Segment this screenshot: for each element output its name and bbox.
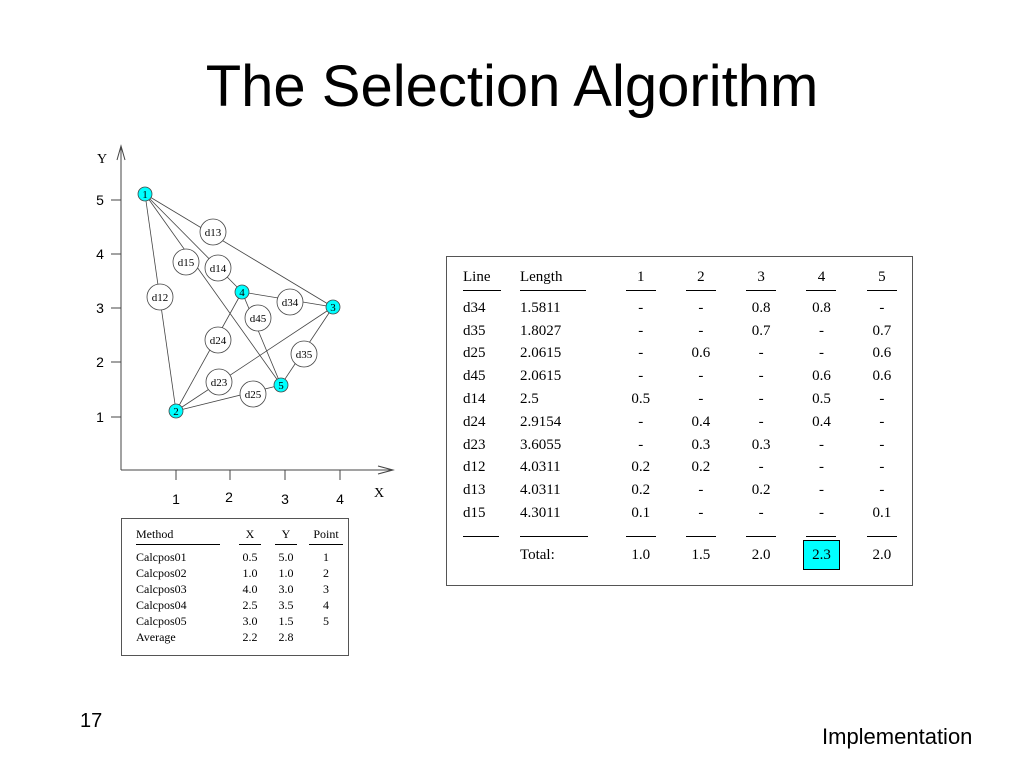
distance-label-d34: d34 [276,288,304,316]
slide-title: The Selection Algorithm [205,54,819,119]
table-row: Average 2.2 2.8 [136,629,294,644]
highlighted-total: 2.3 [803,540,840,571]
header-y: Y [275,527,297,545]
method-table: Method X Y Point Calcpos01 0.5 5.0 1 Cal… [136,527,348,645]
svg-text:d13: d13 [205,227,222,239]
y-axis-title: Y [97,152,107,167]
total-point-2: 1.5 [691,547,711,564]
distance-label-d45: d45 [244,304,272,332]
svg-text:1: 1 [142,189,148,201]
y-tick-label: 5 [96,192,104,208]
line-d24 [175,291,243,412]
x-tick-label: 2 [225,489,233,505]
distance-label-d35: d35 [290,340,318,368]
table-row: Calcpos03 4.0 3.0 3 [136,581,329,596]
svg-text:d25: d25 [245,389,262,401]
line-d45 [241,291,282,386]
y-tick-label: 4 [96,246,104,262]
total-point-3: 2.0 [751,547,771,564]
header-method: Method [136,527,220,545]
y-axis-arrow-icon [116,144,126,161]
y-ticks: 1 2 3 4 5 [96,192,121,425]
x-axis-title: X [374,486,384,501]
header-point-2: 2 [685,269,716,291]
svg-text:d35: d35 [296,349,313,361]
line-d13 [144,193,334,308]
y-tick-label: 1 [96,409,104,425]
header-x: X [239,527,261,545]
total-point-5: 2.0 [872,547,892,564]
svg-text:2: 2 [173,406,179,418]
total-label: Total: [519,547,555,564]
point-marker-5: 5 [273,377,289,393]
svg-text:d15: d15 [178,257,195,269]
separator-row [463,525,912,542]
coordinate-diagram: Y X 1 2 3 4 1 2 3 4 5 d12 [96,144,395,507]
distance-label-d15: d15 [172,248,200,276]
totals-row: Total: 1.0 1.5 2.0 2.3 2.0 [463,540,912,571]
x-ticks: 1 2 3 4 [172,470,344,507]
header-point-3: 3 [746,269,777,291]
x-tick-label: 1 [172,491,180,507]
line-d15 [144,193,282,386]
svg-text:3: 3 [330,302,336,314]
distance-label-d12: d12 [146,283,174,311]
line-d23 [175,306,334,412]
header-point-5: 5 [866,269,897,291]
x-tick-label: 3 [281,491,289,507]
footer-label: Implementation [822,724,973,749]
table-row: Calcpos05 3.0 1.5 5 [136,613,329,628]
svg-text:d12: d12 [152,292,169,304]
svg-text:d24: d24 [210,335,227,347]
x-tick-label: 4 [336,491,344,507]
table-row: Calcpos04 2.5 3.5 4 [136,597,329,612]
method-table-box: Method X Y Point Calcpos01 0.5 5.0 1 Cal… [121,518,349,656]
point-markers: 1 2 3 4 5 [137,186,341,419]
point-marker-1: 1 [137,186,153,202]
point-marker-2: 2 [168,403,184,419]
svg-text:d45: d45 [250,313,267,325]
header-line: Line [463,269,501,291]
distance-label-d24: d24 [204,326,232,354]
method-table-header: Method X Y Point [136,527,348,545]
point-marker-4: 4 [234,284,250,300]
table-row: Calcpos01 0.5 5.0 1 [136,549,329,564]
header-point-1: 1 [625,269,656,291]
distance-label-d23: d23 [205,368,233,396]
svg-text:5: 5 [278,380,284,392]
svg-text:d23: d23 [211,377,228,389]
total-point-1: 1.0 [631,547,651,564]
distance-label-d14: d14 [204,254,232,282]
y-tick-label: 2 [96,354,104,370]
y-tick-label: 3 [96,300,104,316]
svg-text:4: 4 [239,287,245,299]
svg-text:d14: d14 [210,263,227,275]
distance-label-d13: d13 [199,218,227,246]
distance-lines [144,193,334,412]
svg-text:d34: d34 [282,297,299,309]
header-point: Point [309,527,343,545]
header-point-4: 4 [806,269,837,291]
slide-number: 17 [80,710,103,732]
x-axis-arrow-icon [377,465,395,475]
table-row: Calcpos02 1.0 1.0 2 [136,565,329,580]
distance-label-d25: d25 [239,380,267,408]
header-length: Length [519,269,586,291]
distance-labels: d12 d13 d14 d15 d23 d24 d25 d34 d35 d45 [146,218,318,408]
line-table-header: Line Length 1 2 3 4 5 [463,269,912,297]
point-marker-3: 3 [325,299,341,315]
